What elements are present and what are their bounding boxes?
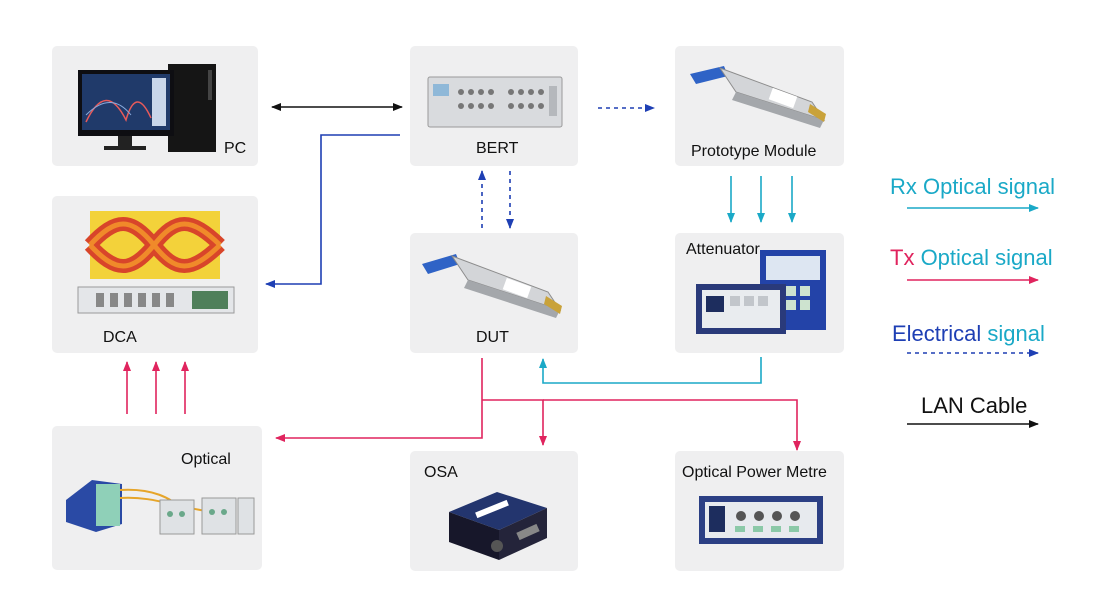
legend-tx-suffix: Optical signal xyxy=(914,245,1053,270)
legend-rx-prefix: Rx xyxy=(890,174,917,199)
legend-tx: Tx Optical signal xyxy=(890,245,1053,271)
osa-image xyxy=(449,492,547,560)
tx-dut-optical xyxy=(275,358,483,442)
optical-power-metre-image xyxy=(699,496,823,544)
rx-attenuator-dut xyxy=(539,357,762,384)
prototype-module-label: Prototype Module xyxy=(691,143,817,160)
legend-rx-suffix: Optical signal xyxy=(916,174,1056,199)
dut-image xyxy=(422,254,562,318)
legend-electrical-suffix: signal xyxy=(981,321,1045,346)
attenuator-image xyxy=(696,250,826,334)
dut-label: DUT xyxy=(476,329,509,346)
optical-label: Optical xyxy=(181,451,231,468)
legend-rx: Rx Optical signal xyxy=(890,174,1055,200)
legend-electrical: Electrical signal xyxy=(892,321,1045,347)
pc-label: PC xyxy=(224,140,247,157)
prototype-module-image xyxy=(690,66,826,128)
electrical-bert-dca xyxy=(265,134,400,288)
tx-dut-osa xyxy=(482,399,547,446)
dca-image xyxy=(77,211,235,314)
tx-dut-power-metre xyxy=(543,399,801,451)
osa-label: OSA xyxy=(424,464,458,481)
pc-image xyxy=(78,64,216,152)
legend-lan: LAN Cable xyxy=(921,393,1028,418)
attenuator-label: Attenuator xyxy=(686,241,760,258)
dca-label: DCA xyxy=(103,329,137,346)
optical-power-metre-label: Optical Power Metre xyxy=(682,464,827,481)
legend-electrical-prefix: Electrical xyxy=(892,321,982,346)
bert-label: BERT xyxy=(476,140,519,157)
legend-tx-prefix: Tx xyxy=(890,245,915,270)
bert-image xyxy=(427,76,563,128)
optical-image xyxy=(66,480,255,535)
